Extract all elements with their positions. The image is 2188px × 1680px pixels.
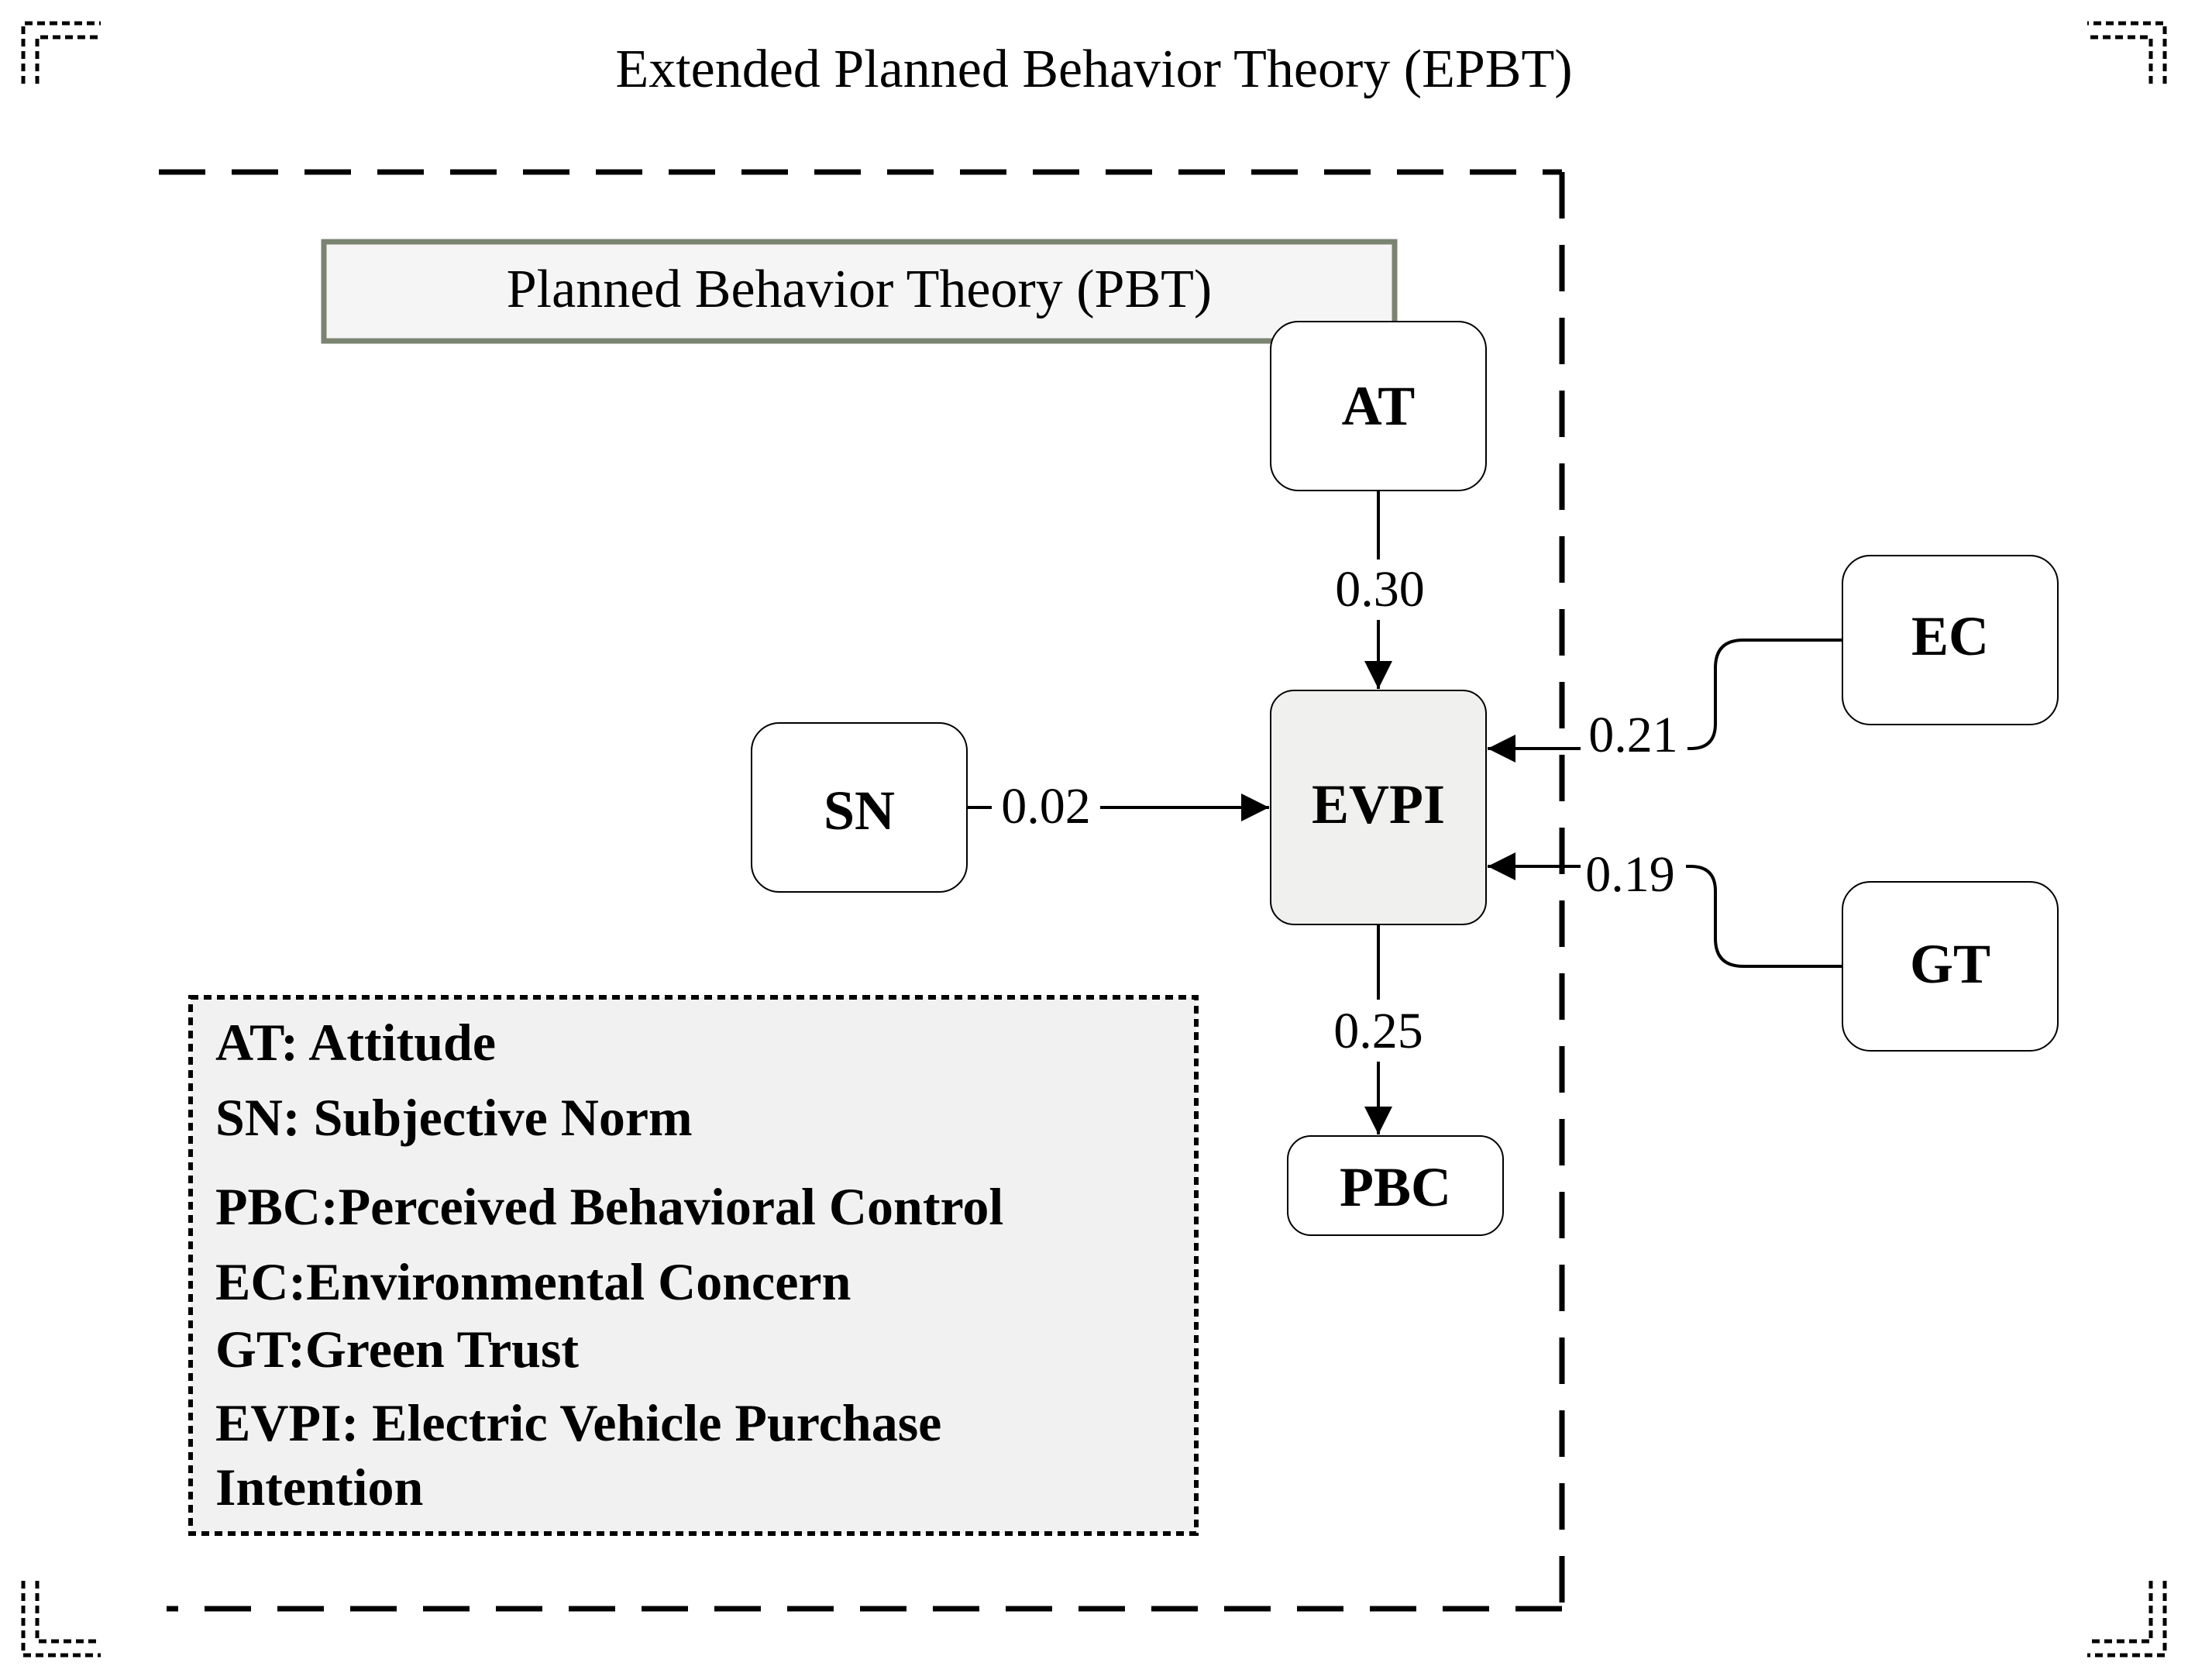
legend: AT: Attitude SN: Subjective Norm PBC:Per…: [215, 1013, 1003, 1516]
pbt-boundary: [159, 169, 1565, 1612]
legend-item-evpi-cont: Intention: [215, 1458, 423, 1516]
corner-ornament-bottom-right: [2087, 1581, 2167, 1658]
corner-ornament-top-left: [21, 21, 101, 84]
node-pbc-label: PBC: [1340, 1156, 1451, 1218]
path-sn-evpi: 0.02: [967, 778, 1269, 835]
node-at-label: AT: [1342, 375, 1416, 437]
node-ec-label: EC: [1911, 605, 1989, 667]
coef-evpi-pbc: 0.25: [1333, 1003, 1423, 1059]
corner-ornament-bottom-left: [21, 1581, 101, 1658]
path-evpi-pbc: 0.25: [1333, 924, 1423, 1134]
path-ec-evpi: [1488, 639, 1842, 763]
pbt-label-box: [321, 239, 1398, 344]
legend-box: [188, 995, 1199, 1536]
legend-item-evpi: EVPI: Electric Vehicle Purchase: [215, 1393, 941, 1452]
node-sn: SN: [751, 722, 968, 893]
node-evpi: EVPI: [1270, 690, 1487, 925]
legend-item-gt: GT:Green Trust: [215, 1320, 579, 1379]
node-pbc: PBC: [1287, 1135, 1504, 1236]
legend-item-ec: EC:Environmental Concern: [215, 1252, 851, 1311]
pbt-label: Planned Behavior Theory (PBT): [507, 260, 1212, 319]
coef-gt-evpi: 0.19: [1585, 846, 1675, 903]
coef-sn-evpi: 0.02: [1001, 778, 1091, 835]
node-at: AT: [1270, 321, 1487, 491]
legend-item-at: AT: Attitude: [215, 1013, 496, 1072]
legend-item-pbc: PBC:Perceived Behavioral Control: [215, 1177, 1003, 1236]
node-gt: GT: [1842, 881, 2059, 1052]
legend-item-sn: SN: Subjective Norm: [215, 1088, 693, 1147]
node-sn-label: SN: [824, 780, 895, 842]
node-evpi-label: EVPI: [1312, 773, 1445, 835]
corner-ornament-top-right: [2087, 21, 2167, 84]
path-gt-evpi: [1488, 852, 1842, 968]
node-gt-label: GT: [1910, 933, 1990, 995]
path-at-evpi: 0.30: [1335, 491, 1425, 689]
diagram-title: Extended Planned Behavior Theory (EPBT): [615, 40, 1572, 99]
node-ec: EC: [1842, 555, 2059, 725]
coef-at-evpi: 0.30: [1335, 561, 1425, 618]
coef-ec-evpi: 0.21: [1588, 707, 1678, 763]
